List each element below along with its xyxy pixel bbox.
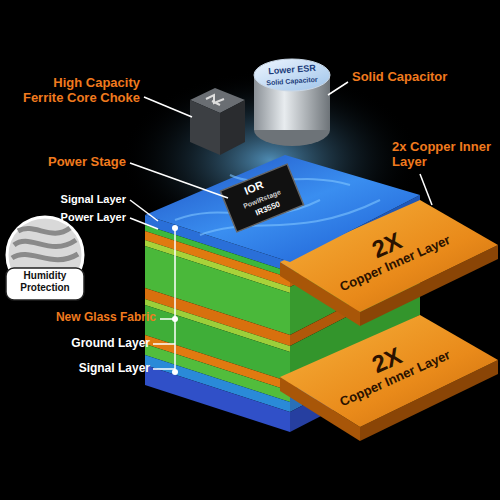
part-label: Power Stage	[20, 155, 126, 170]
badge-text: Humidity Protection	[8, 270, 82, 293]
part-label: Solid Capacitor	[352, 70, 492, 85]
power-stage-chip	[220, 164, 303, 232]
copper-plate	[280, 315, 498, 441]
ferrite-choke	[190, 88, 245, 155]
leader-lines	[130, 82, 432, 372]
leader-dots	[172, 225, 178, 375]
part-label: High Capacity Ferrite Core Choke	[18, 76, 140, 106]
capacitor-text: Solid Capacitor	[266, 76, 318, 87]
solid-capacitor	[254, 59, 330, 146]
layer-label: Signal Layer	[20, 193, 126, 206]
layer-label: Power Layer	[20, 211, 126, 224]
capacitor-text: Lower ESR	[268, 64, 316, 76]
humidity-badge	[6, 217, 84, 300]
copper-plate-label: 2XCopper Inner Layer	[327, 209, 452, 295]
layer-label: Ground Layer	[20, 337, 150, 351]
part-label: 2x Copper Inner Layer	[392, 140, 492, 170]
layer-label: Signal Layer	[20, 362, 150, 376]
layer-label: New Glass Fabric	[6, 311, 156, 325]
copper-plate-label: 2XCopper Inner Layer	[327, 324, 452, 410]
